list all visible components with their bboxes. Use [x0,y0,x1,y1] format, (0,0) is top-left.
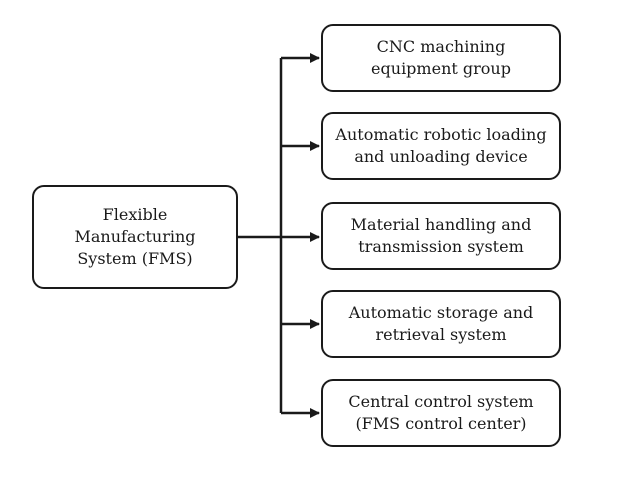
node-cnc-machining: CNC machining equipment group [321,24,561,92]
node-label: CNC machining equipment group [371,37,511,78]
node-label: Central control system (FMS control cent… [348,392,534,433]
node-central-control: Central control system (FMS control cent… [321,379,561,447]
node-label: Material handling and transmission syste… [350,215,532,256]
root-node-fms: Flexible Manufacturing System (FMS) [32,185,238,289]
node-material-handling: Material handling and transmission syste… [321,202,561,270]
node-label: Automatic storage and retrieval system [348,303,534,344]
node-storage-retrieval: Automatic storage and retrieval system [321,290,561,358]
node-label: Automatic robotic loading and unloading … [335,125,547,166]
node-robotic-loading: Automatic robotic loading and unloading … [321,112,561,180]
root-node-label: Flexible Manufacturing System (FMS) [74,205,196,268]
